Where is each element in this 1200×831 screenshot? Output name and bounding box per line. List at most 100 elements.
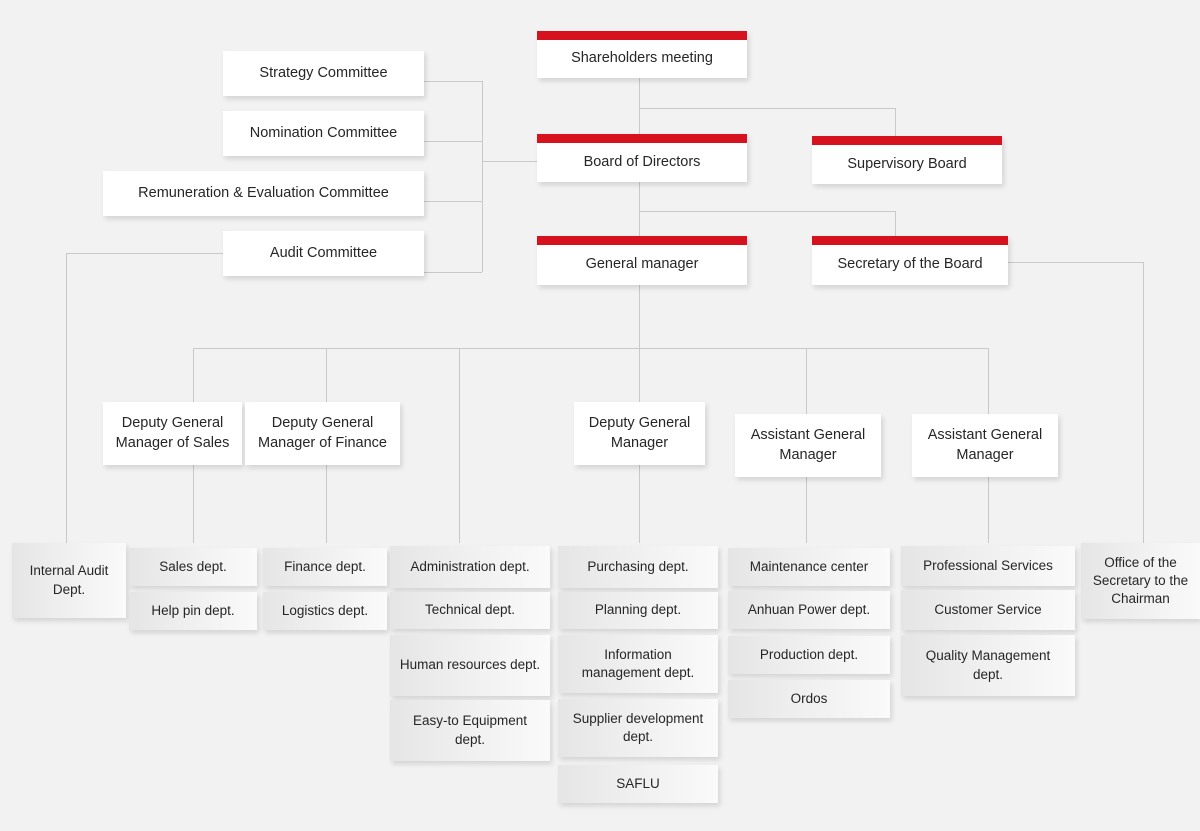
node-label: Remuneration & Evaluation Committee	[138, 184, 389, 201]
line-deputy-sales-to-dept	[193, 465, 194, 543]
node-label: Information management dept.	[581, 646, 695, 680]
node-label: SAFLU	[616, 775, 660, 791]
line-audit-to-internal-audit-v	[66, 253, 67, 543]
node-production-dept[interactable]: Production dept.	[728, 636, 890, 674]
node-label: Strategy Committee	[259, 64, 388, 81]
line-shareholders-down	[639, 78, 640, 108]
node-label: Ordos	[790, 690, 828, 706]
node-label: Secretary of the Board	[837, 256, 983, 273]
line-bod-to-secretary-h	[639, 211, 895, 212]
node-purchasing-dept[interactable]: Purchasing dept.	[558, 546, 718, 588]
line-bus-to-assistant-2	[988, 348, 989, 414]
node-label: Easy-to Equipment dept.	[412, 713, 528, 747]
node-label: Production dept.	[759, 646, 859, 662]
node-ordos[interactable]: Ordos	[728, 680, 890, 718]
node-technical-dept[interactable]: Technical dept.	[390, 592, 550, 629]
line-remuneration-to-trunk	[424, 201, 482, 202]
node-saflu[interactable]: SAFLU	[558, 765, 718, 803]
node-label: Professional Services	[923, 557, 1053, 573]
node-assistant-general-manager-2[interactable]: Assistant General Manager	[912, 414, 1058, 477]
node-label: Office of the Secretary to the Chairman	[1092, 554, 1189, 607]
node-finance-dept[interactable]: Finance dept.	[263, 548, 387, 586]
line-bus-to-admin-column	[459, 348, 460, 543]
node-internal-audit-dept[interactable]: Internal Audit Dept.	[12, 543, 126, 618]
node-label: Deputy General Manager of Finance	[258, 414, 387, 451]
node-label: Purchasing dept.	[587, 558, 689, 574]
line-audit-to-trunk	[424, 272, 482, 273]
line-strategy-to-trunk	[424, 81, 482, 82]
node-supplier-development-dept[interactable]: Supplier development dept.	[558, 699, 718, 757]
node-information-management-dept[interactable]: Information management dept.	[558, 635, 718, 693]
line-bus-to-assistant-1	[806, 348, 807, 414]
node-audit-committee[interactable]: Audit Committee	[223, 231, 424, 276]
node-customer-service[interactable]: Customer Service	[901, 590, 1075, 630]
node-general-manager[interactable]: General manager	[537, 236, 747, 285]
node-label: Internal Audit Dept.	[29, 563, 109, 597]
node-deputy-general-manager[interactable]: Deputy General Manager	[574, 402, 705, 465]
node-label: Assistant General Manager	[750, 426, 866, 463]
line-bus-to-deputy-general	[639, 348, 640, 402]
node-label: Board of Directors	[583, 153, 701, 170]
node-label: General manager	[585, 256, 699, 273]
node-deputy-general-manager-of-sales[interactable]: Deputy General Manager of Sales	[103, 402, 242, 465]
node-nomination-committee[interactable]: Nomination Committee	[223, 111, 424, 156]
node-administration-dept[interactable]: Administration dept.	[390, 546, 550, 588]
node-label: Assistant General Manager	[927, 426, 1043, 463]
node-logistics-dept[interactable]: Logistics dept.	[263, 592, 387, 630]
node-board-of-directors[interactable]: Board of Directors	[537, 134, 747, 182]
node-easy-to-equipment-dept[interactable]: Easy-to Equipment dept.	[390, 700, 550, 761]
node-label: Help pin dept.	[151, 602, 235, 618]
node-office-of-the-secretary-to-the-chairman[interactable]: Office of the Secretary to the Chairman	[1081, 543, 1200, 619]
node-label: Administration dept.	[410, 558, 530, 574]
line-shareholders-to-supervisory-v	[895, 108, 896, 138]
node-label: Human resources dept.	[399, 657, 541, 673]
node-professional-services[interactable]: Professional Services	[901, 546, 1075, 586]
node-supervisory-board[interactable]: Supervisory Board	[812, 136, 1002, 184]
node-remuneration-evaluation-committee[interactable]: Remuneration & Evaluation Committee	[103, 171, 424, 216]
node-quality-management-dept[interactable]: Quality Management dept.	[901, 635, 1075, 696]
line-deputy-finance-to-dept	[326, 465, 327, 543]
node-label: Sales dept.	[159, 558, 227, 574]
node-label: Supplier development dept.	[572, 710, 704, 744]
line-bus-to-deputy-finance	[326, 348, 327, 402]
node-label: Shareholders meeting	[571, 50, 713, 67]
node-assistant-general-manager-1[interactable]: Assistant General Manager	[735, 414, 881, 477]
node-shareholders-meeting[interactable]: Shareholders meeting	[537, 31, 747, 78]
node-secretary-of-the-board[interactable]: Secretary of the Board	[812, 236, 1008, 285]
line-bod-down	[639, 182, 640, 211]
line-shareholders-to-bod	[639, 108, 640, 138]
line-assistant-2-to-dept	[988, 477, 989, 543]
line-trunk-to-bod	[482, 161, 540, 162]
line-committee-trunk	[482, 81, 483, 272]
line-nomination-to-trunk	[424, 141, 482, 142]
line-bod-to-gm	[639, 211, 640, 240]
node-deputy-general-manager-of-finance[interactable]: Deputy General Manager of Finance	[245, 402, 400, 465]
line-manager-bus	[193, 348, 989, 349]
node-planning-dept[interactable]: Planning dept.	[558, 592, 718, 629]
line-secretary-to-office-h	[1008, 262, 1143, 263]
node-maintenance-center[interactable]: Maintenance center	[728, 548, 890, 586]
node-label: Supervisory Board	[847, 155, 967, 172]
node-strategy-committee[interactable]: Strategy Committee	[223, 51, 424, 96]
line-secretary-to-office-v	[1143, 262, 1144, 543]
line-deputy-general-to-dept	[639, 465, 640, 543]
node-label: Maintenance center	[749, 558, 869, 574]
line-assistant-1-to-dept	[806, 477, 807, 543]
node-help-pin-dept[interactable]: Help pin dept.	[129, 592, 257, 630]
node-label: Anhuan Power dept.	[747, 601, 871, 617]
node-label: Deputy General Manager of Sales	[115, 414, 230, 451]
line-gm-to-bus	[639, 285, 640, 348]
node-label: Technical dept.	[424, 602, 516, 618]
node-label: Quality Management dept.	[925, 648, 1051, 682]
node-human-resources-dept[interactable]: Human resources dept.	[390, 635, 550, 696]
node-label: Audit Committee	[269, 244, 378, 261]
node-label: Deputy General Manager	[588, 414, 691, 451]
node-label: Logistics dept.	[281, 602, 369, 618]
node-label: Nomination Committee	[249, 124, 398, 141]
node-label: Planning dept.	[594, 602, 682, 618]
node-label: Customer Service	[934, 601, 1042, 617]
node-sales-dept[interactable]: Sales dept.	[129, 548, 257, 586]
node-anhuan-power-dept[interactable]: Anhuan Power dept.	[728, 591, 890, 629]
node-label: Finance dept.	[284, 558, 366, 574]
